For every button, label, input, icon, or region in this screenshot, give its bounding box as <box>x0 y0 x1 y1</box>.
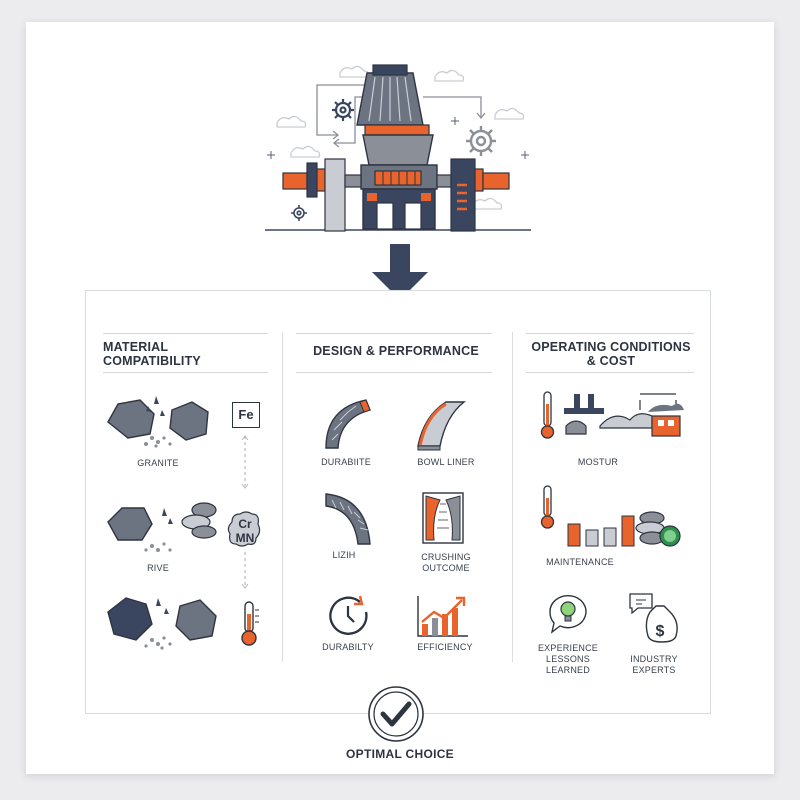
gear-icon <box>466 126 496 156</box>
divider <box>296 372 492 373</box>
gear-icon <box>291 205 307 221</box>
down-arrow-icon <box>372 244 428 300</box>
gear-icon <box>332 99 354 121</box>
label-bowl-liner: BOWL LINER <box>417 457 475 467</box>
thermometer-icon <box>241 601 259 646</box>
label-mostur: MOSTUR <box>577 457 619 467</box>
criteria-panel <box>85 290 711 714</box>
chromium-manganese-icon <box>227 511 261 547</box>
optimal-choice-label: OPTIMAL CHOICE <box>346 747 454 761</box>
cloud-icon <box>434 69 465 82</box>
cloud-icon <box>472 197 503 210</box>
clock-cycle-icon <box>329 595 368 635</box>
money-bag-icon: $ <box>629 593 678 643</box>
divider <box>296 333 492 334</box>
label-durabilty: DURABILTY <box>322 642 374 652</box>
cloud-icon <box>290 145 321 158</box>
label-rive: RIVE <box>147 563 169 573</box>
label-efficiency: EFFICIENCY <box>417 642 473 652</box>
crushing-chamber-icon <box>422 492 464 544</box>
checkmark-circle-icon <box>368 686 424 742</box>
label-durabiite: DURABIITE <box>321 457 371 467</box>
granite-rocks-icon <box>107 396 209 448</box>
column-title-design: DESIGN & PERFORMANCE <box>313 344 479 358</box>
divider <box>103 372 268 373</box>
divider <box>526 372 694 373</box>
divider <box>103 333 268 334</box>
cloud-icon <box>339 65 370 78</box>
mantle-liner-icon <box>325 399 371 449</box>
basalt-rocks-icon <box>107 597 217 650</box>
maintenance-cost-icon <box>540 485 681 547</box>
river-stones-icon <box>107 502 217 552</box>
column-divider <box>512 332 513 662</box>
label-granite: GRANITE <box>137 458 179 468</box>
label-lizih: LIZIH <box>332 550 356 560</box>
efficiency-chart-icon <box>417 596 468 637</box>
cone-crusher-illustration <box>265 64 531 232</box>
column-divider <box>282 332 283 662</box>
column-title-operating: OPERATING CONDITIONS& COST <box>531 340 691 368</box>
cloud-icon <box>276 115 307 128</box>
divider <box>526 333 694 334</box>
connector-arrows <box>241 435 249 589</box>
label-maintenance: MAINTENANCE <box>546 557 614 567</box>
svg-text:$: $ <box>656 623 665 640</box>
iron-element-icon: Fe <box>232 402 260 428</box>
lightbulb-speech-icon <box>549 594 587 634</box>
cloud-icon <box>494 107 525 120</box>
curved-liner-icon <box>325 493 371 545</box>
bowl-liner-icon <box>417 401 467 451</box>
moisture-process-icon <box>540 391 684 439</box>
